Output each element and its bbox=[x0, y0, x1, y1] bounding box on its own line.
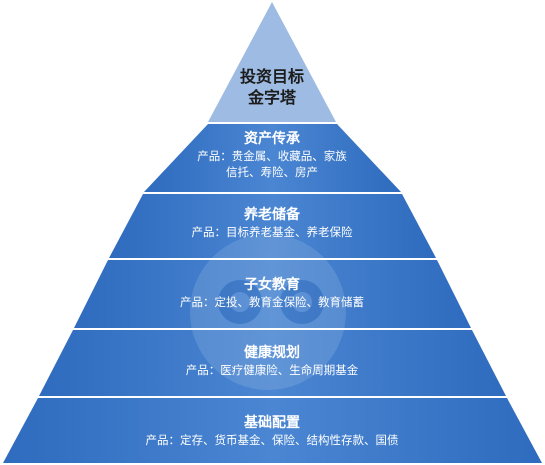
pyramid-level-4 bbox=[39, 330, 506, 396]
level-5-products: 产品：定存、货币基金、保险、结构性存款、国债 bbox=[145, 433, 399, 447]
apex-title-line1: 投资目标 bbox=[239, 67, 304, 86]
level-5-title: 基础配置 bbox=[244, 415, 300, 431]
level-5-label: 基础配置 产品：定存、货币基金、保险、结构性存款、国债 bbox=[102, 414, 442, 448]
level-1-label: 资产传承 产品：贵金属、收藏品、家族 信托、寿险、房产 bbox=[172, 130, 372, 180]
pyramid-level-5 bbox=[3, 398, 542, 463]
level-3-title: 子女教育 bbox=[244, 277, 300, 293]
level-4-label: 健康规划 产品：医疗健康险、生命周期基金 bbox=[122, 344, 422, 378]
level-1-title: 资产传承 bbox=[244, 131, 300, 147]
level-4-title: 健康规划 bbox=[244, 345, 300, 361]
pyramid-apex bbox=[208, 2, 336, 122]
watermark-mascot-icon bbox=[190, 234, 346, 390]
level-4-products: 产品：医疗健康险、生命周期基金 bbox=[185, 363, 359, 377]
apex-label: 投资目标 金字塔 bbox=[222, 66, 322, 108]
level-2-title: 养老储备 bbox=[244, 207, 300, 223]
apex-title-line2: 金字塔 bbox=[247, 88, 296, 107]
pyramid-level-1 bbox=[144, 124, 401, 192]
level-2-label: 养老储备 产品：目标养老基金、养老保险 bbox=[142, 206, 402, 240]
pyramid-level-3 bbox=[74, 260, 471, 328]
level-1-products-line2: 信托、寿险、房产 bbox=[226, 165, 318, 179]
level-1-products-line1: 产品：贵金属、收藏品、家族 bbox=[197, 149, 347, 163]
level-2-products: 产品：目标养老基金、养老保险 bbox=[191, 225, 353, 239]
level-3-label: 子女教育 产品：定投、教育金保险、教育储蓄 bbox=[122, 276, 422, 310]
pyramid-level-2 bbox=[109, 194, 436, 258]
level-3-products: 产品：定投、教育金保险、教育储蓄 bbox=[180, 295, 364, 309]
